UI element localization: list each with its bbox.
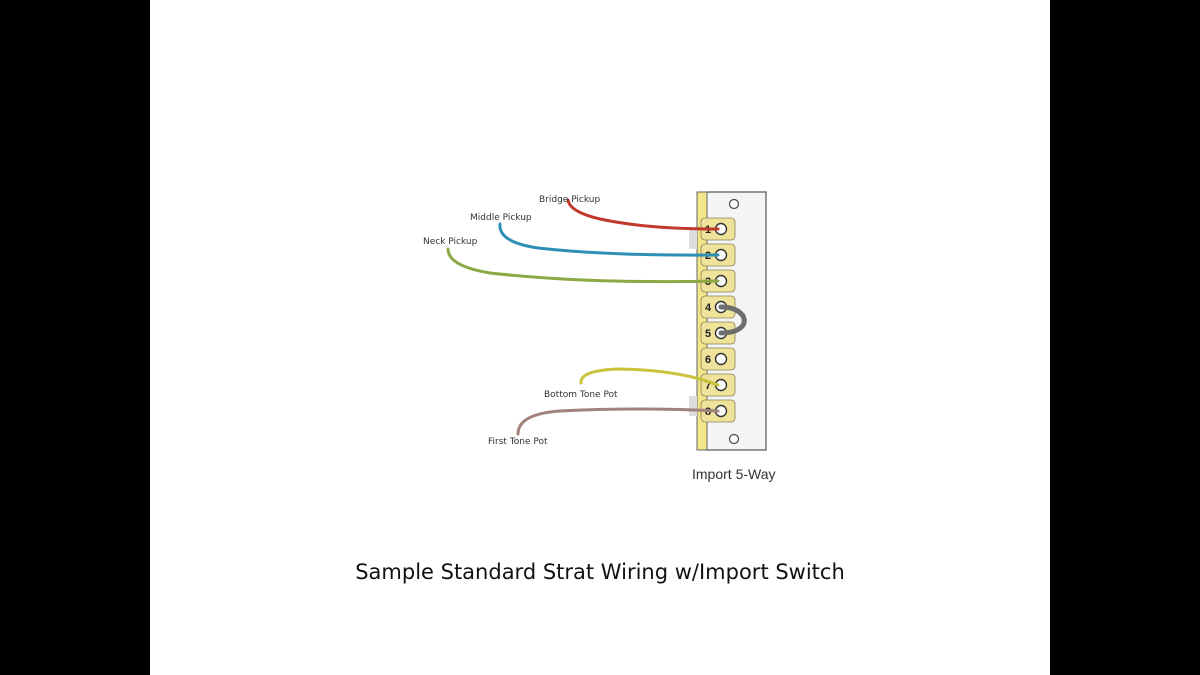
bottom-tone-pot-wire — [579, 367, 720, 387]
bottom-tone-pot-label: Bottom Tone Pot — [544, 390, 618, 400]
switch-title: Import 5-Way — [692, 466, 776, 482]
bridge-pickup-label: Bridge Pickup — [539, 195, 601, 205]
slide-caption: Sample Standard Strat Wiring w/Import Sw… — [355, 560, 845, 584]
lug-4: 4 — [700, 295, 736, 319]
switch-edge-strip — [696, 191, 708, 451]
neck-pickup-label: Neck Pickup — [423, 237, 478, 247]
lug-2: 2 — [700, 243, 736, 267]
slide: 1 2 3 4 5 — [150, 0, 1050, 675]
top-mount-hole — [728, 198, 740, 210]
lug-6-number: 6 — [705, 354, 711, 366]
middle-pickup-wire — [498, 222, 720, 257]
switch-tab-lower — [689, 396, 697, 416]
lug-4-number: 4 — [705, 302, 712, 314]
lug-6: 6 — [700, 347, 736, 371]
lug-7-number: 7 — [705, 380, 711, 392]
switch-tab-upper — [689, 229, 697, 249]
wiring-diagram: 1 2 3 4 5 — [423, 191, 776, 482]
lug-5-number: 5 — [705, 328, 711, 340]
middle-pickup-label: Middle Pickup — [470, 213, 532, 223]
jumper-wire-4-5 — [718, 304, 747, 336]
first-tone-pot-label: First Tone Pot — [488, 437, 548, 447]
bottom-mount-hole — [728, 433, 740, 445]
bridge-pickup-wire — [566, 198, 720, 231]
neck-pickup-wire — [446, 247, 720, 284]
first-tone-pot-wire — [516, 407, 720, 436]
lug-5: 5 — [700, 321, 736, 345]
lug-6-hole — [714, 352, 728, 366]
